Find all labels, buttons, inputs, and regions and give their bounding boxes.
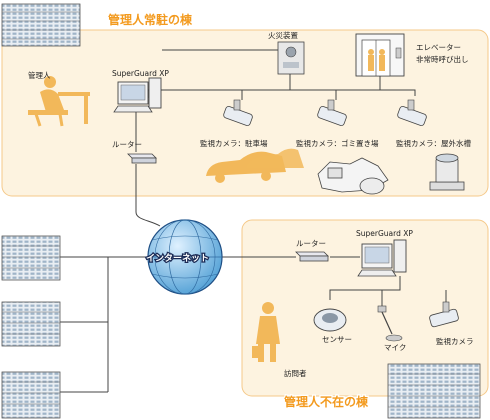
camera-tank-label: 監視カメラ：屋外水槽 — [396, 138, 471, 148]
sensor-label: センサー — [322, 335, 352, 344]
elevator-label-line1: エレベーター — [416, 43, 461, 52]
fire-alarm-icon — [277, 41, 305, 75]
mic-label: マイク — [384, 343, 406, 352]
camera-icon-tank — [397, 99, 427, 126]
camera-parking-label: 監視カメラ：駐車場 — [200, 138, 268, 148]
fire-alarm-label: 火災装置 — [268, 30, 298, 40]
internet-label: インターネット — [146, 252, 209, 264]
router-label-unstaffed: ルーター — [296, 239, 326, 248]
garbage-illustration — [317, 157, 389, 195]
water-tank-illustration — [429, 153, 465, 191]
elevator-icon — [355, 33, 405, 77]
building-icon-left-3 — [1, 371, 61, 419]
camera-label-unstaffed: 監視カメラ — [436, 336, 474, 346]
building-icon-left-1 — [1, 235, 61, 281]
computer-icon — [113, 77, 162, 113]
visitor-label: 訪問者 — [284, 368, 307, 378]
cars-illustration — [206, 148, 304, 183]
computer-icon-unstaffed — [357, 239, 407, 277]
router-label-staffed: ルーター — [112, 140, 142, 149]
building-icon-left-2 — [1, 301, 61, 347]
camera-icon-garbage — [317, 99, 347, 126]
manager-label: 管理人 — [28, 70, 51, 80]
staffed-title: 管理人常駐の棟 — [108, 12, 193, 27]
sensor-icon — [313, 308, 347, 332]
building-icon-staffed — [1, 3, 81, 47]
manager-figure — [28, 76, 90, 127]
building-icon-unstaffed — [387, 363, 481, 419]
router-icon-unstaffed — [295, 251, 329, 262]
camera-garbage-label: 監視カメラ：ゴミ置き場 — [296, 138, 379, 148]
camera-icon-unstaffed — [429, 301, 459, 328]
elevator-label-line2: 非常時呼び出し — [416, 54, 469, 64]
internet-globe-icon — [147, 219, 223, 295]
server-label-unstaffed: SuperGuard XP — [356, 229, 413, 238]
unstaffed-panel — [241, 219, 489, 397]
visitor-figure — [252, 302, 280, 362]
camera-icon-parking — [223, 99, 253, 126]
server-label-staffed: SuperGuard XP — [112, 69, 169, 78]
microphone-icon — [377, 305, 403, 342]
router-icon — [127, 153, 157, 164]
unstaffed-title: 管理人不在の棟 — [284, 394, 369, 409]
